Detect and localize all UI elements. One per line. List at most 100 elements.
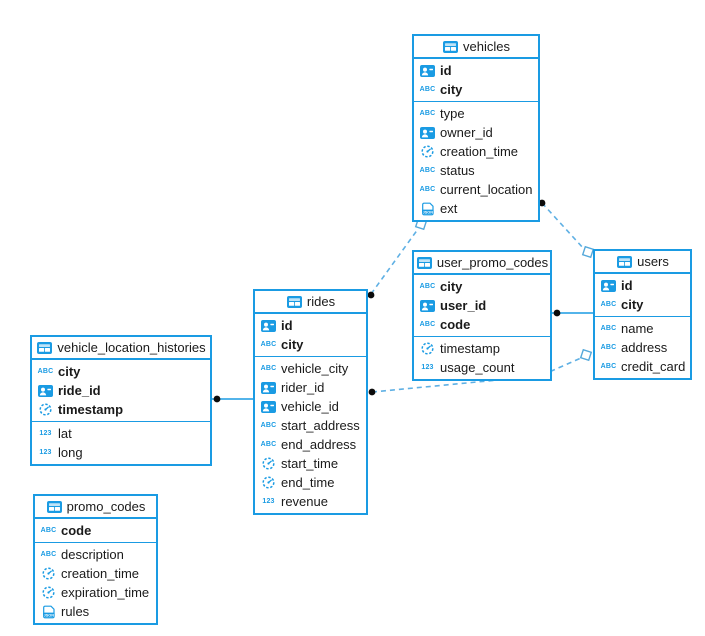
field-name: description — [61, 547, 124, 562]
table-header[interactable]: promo_codes — [35, 496, 156, 519]
relation-dot-endpoint — [553, 309, 561, 317]
field-name: end_address — [281, 437, 357, 452]
field-row-owner_id[interactable]: owner_id — [414, 123, 538, 142]
user-id-icon — [419, 126, 436, 140]
table-header[interactable]: rides — [255, 291, 366, 314]
varchar-icon: ABC — [600, 344, 617, 351]
field-row-start_time[interactable]: start_time — [255, 454, 366, 473]
field-name: name — [621, 321, 654, 336]
timestamp-icon — [260, 457, 277, 471]
table-icon — [46, 500, 63, 514]
varchar-icon: ABC — [600, 363, 617, 370]
field-row-id[interactable]: id — [595, 276, 690, 295]
field-name: timestamp — [440, 341, 500, 356]
field-name: city — [281, 337, 304, 352]
relation-square-endpoint — [579, 348, 593, 362]
varchar-icon: ABC — [419, 283, 436, 290]
relation-vehicles-users[interactable] — [538, 199, 595, 259]
table-header[interactable]: vehicles — [414, 36, 538, 59]
varchar-icon: ABC — [260, 441, 277, 448]
varchar-icon: ABC — [600, 301, 617, 308]
varchar-icon: ABC — [419, 86, 436, 93]
field-row-expiration_time[interactable]: expiration_time — [35, 583, 156, 602]
field-row-creation_time[interactable]: creation_time — [414, 142, 538, 161]
field-name: code — [61, 523, 92, 538]
field-row-id[interactable]: id — [255, 316, 366, 335]
field-row-rider_id[interactable]: rider_id — [255, 378, 366, 397]
relation-dot-endpoint — [368, 388, 376, 396]
field-row-id[interactable]: id — [414, 61, 538, 80]
field-row-creation_time[interactable]: creation_time — [35, 564, 156, 583]
field-name: ride_id — [58, 383, 101, 398]
varchar-icon: ABC — [260, 422, 277, 429]
field-row-user_id[interactable]: user_id — [414, 296, 550, 315]
field-row-end_time[interactable]: end_time — [255, 473, 366, 492]
relation-vehicle_location_histories-rides[interactable] — [212, 395, 254, 403]
relation-user_promo_codes-users[interactable] — [552, 309, 594, 317]
number-icon: 123 — [39, 430, 52, 437]
table-header[interactable]: user_promo_codes — [414, 252, 550, 275]
field-name: id — [621, 278, 633, 293]
field-name: revenue — [281, 494, 328, 509]
table-name: vehicles — [463, 39, 510, 54]
field-row-revenue[interactable]: 123 revenue — [255, 492, 366, 511]
table-header[interactable]: vehicle_location_histories — [32, 337, 210, 360]
field-name: credit_card — [621, 359, 686, 374]
varchar-icon: ABC — [419, 186, 436, 193]
table-name: promo_codes — [66, 499, 146, 514]
user-id-icon — [260, 400, 277, 414]
number-icon: 123 — [262, 498, 275, 505]
table-header[interactable]: users — [595, 251, 690, 274]
field-name: usage_count — [440, 360, 515, 375]
field-name: code — [440, 317, 471, 332]
field-name: timestamp — [58, 402, 124, 417]
field-row-vehicle_id[interactable]: vehicle_id — [255, 397, 366, 416]
field-row-current_location[interactable]: ABC current_location — [414, 180, 538, 199]
timestamp-icon — [419, 145, 436, 159]
user-id-icon — [260, 319, 277, 333]
field-name: current_location — [440, 182, 533, 197]
field-row-credit_card[interactable]: ABC credit_card — [595, 357, 690, 376]
varchar-icon: ABC — [37, 368, 54, 375]
relation-square-endpoint — [581, 245, 595, 259]
field-row-timestamp[interactable]: timestamp — [414, 339, 550, 358]
field-row-timestamp[interactable]: timestamp — [32, 400, 210, 419]
field-row-ride_id[interactable]: ride_id — [32, 381, 210, 400]
table-icon — [416, 256, 433, 270]
field-row-end_address[interactable]: ABC end_address — [255, 435, 366, 454]
field-name: creation_time — [61, 566, 140, 581]
